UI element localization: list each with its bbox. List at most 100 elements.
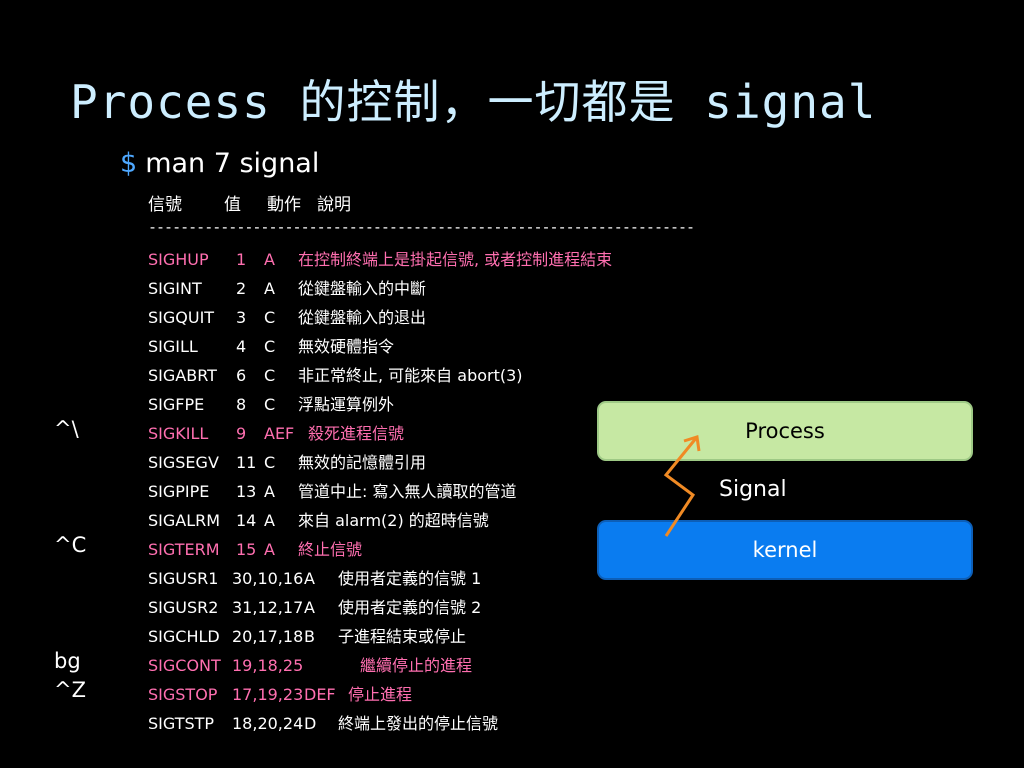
signal-value: 31,12,17 <box>232 598 304 617</box>
signal-value: 17,19,23 <box>232 685 304 704</box>
signal-value: 9 <box>236 424 247 443</box>
command-prompt: $ <box>120 148 138 179</box>
signal-row: SIGUSR1 30,10,16A 使用者定義的信號 1 <box>148 564 481 593</box>
signal-action: C <box>264 308 276 327</box>
signal-name: SIGTERM <box>148 540 220 559</box>
signal-description: 終端上發出的停止信號 <box>338 714 499 733</box>
signal-value: 8 <box>236 395 247 414</box>
signal-description: 管道中止: 寫入無人讀取的管道 <box>298 482 517 501</box>
signal-description: 非正常終止, 可能來自 abort(3) <box>298 366 523 385</box>
signal-name: SIGPIPE <box>148 482 210 501</box>
signal-description: 使用者定義的信號 2 <box>338 598 482 617</box>
signal-description: 來自 alarm(2) 的超時信號 <box>298 511 489 530</box>
signal-value: 15 <box>236 540 257 559</box>
signal-name: SIGALRM <box>148 511 221 530</box>
signal-name: SIGCONT <box>148 656 221 675</box>
signal-action: A <box>304 569 315 588</box>
signal-value: 14 <box>236 511 257 530</box>
header-signal: 信號 <box>148 195 182 215</box>
signal-value: 18,20,24 <box>232 714 304 733</box>
signal-description: 無效的記憶體引用 <box>298 453 427 472</box>
signal-value: 20,17,18 <box>232 627 304 646</box>
signal-action: B <box>304 627 315 646</box>
signal-action: A <box>264 482 275 501</box>
header-action: 動作 <box>267 195 301 215</box>
signal-action: DEF <box>304 685 336 704</box>
signal-value: 4 <box>236 337 247 356</box>
signal-row: SIGALRM 14 A 來自 alarm(2) 的超時信號 <box>148 506 489 535</box>
shortcut-label: ^\ <box>54 417 79 441</box>
signal-description: 繼續停止的進程 <box>360 656 473 675</box>
signal-name: SIGFPE <box>148 395 205 414</box>
signal-value: 19,18,25 <box>232 656 304 675</box>
signal-value: 30,10,16 <box>232 569 304 588</box>
signal-action: D <box>304 714 317 733</box>
kernel-label: kernel <box>752 538 818 562</box>
table-header: 信號值動作說明 <box>148 190 351 215</box>
signal-arrow-line <box>663 436 699 537</box>
signal-value: 6 <box>236 366 247 385</box>
signal-name: SIGUSR1 <box>148 569 219 588</box>
signal-value: 13 <box>236 482 257 501</box>
signal-row: SIGPIPE 13 A 管道中止: 寫入無人讀取的管道 <box>148 477 516 506</box>
slide-title: Process 的控制，一切都是 signal <box>70 75 877 129</box>
signal-action: A <box>264 540 275 559</box>
signal-description: 終止信號 <box>298 540 363 559</box>
signal-label: Signal <box>719 477 787 502</box>
signal-row: SIGCONT 19,18,25 繼續停止的進程 <box>148 651 472 680</box>
signal-description: 浮點運算例外 <box>298 395 395 414</box>
signal-action: A <box>264 279 275 298</box>
shortcut-label: ^C <box>54 533 87 557</box>
command-line: $man 7 signal <box>120 148 319 179</box>
signal-description: 停止進程 <box>348 685 413 704</box>
signal-name: SIGABRT <box>148 366 217 385</box>
signal-row: SIGUSR2 31,12,17A 使用者定義的信號 2 <box>148 593 481 622</box>
signal-name: SIGSTOP <box>148 685 218 704</box>
signal-description: 從鍵盤輸入的退出 <box>298 308 427 327</box>
signal-action: C <box>264 366 276 385</box>
command-text: man 7 signal <box>145 148 320 179</box>
signal-action: A <box>264 511 275 530</box>
signal-name: SIGCHLD <box>148 627 220 646</box>
signal-action: C <box>264 395 276 414</box>
signal-description: 在控制終端上是掛起信號, 或者控制進程結束 <box>298 250 613 269</box>
signal-row: SIGTERM 15 A 終止信號 <box>148 535 362 564</box>
signal-description: 無效硬體指令 <box>298 337 395 356</box>
signal-value: 2 <box>236 279 247 298</box>
signal-description: 殺死進程信號 <box>308 424 405 443</box>
signal-value: 3 <box>236 308 247 327</box>
signal-value: 1 <box>236 250 247 269</box>
signal-name: SIGQUIT <box>148 308 215 327</box>
signal-action: A <box>264 250 275 269</box>
signal-value: 11 <box>236 453 257 472</box>
signal-name: SIGTSTP <box>148 714 215 733</box>
signal-description: 使用者定義的信號 1 <box>338 569 482 588</box>
signal-name: SIGINT <box>148 279 202 298</box>
process-label: Process <box>745 419 825 443</box>
signal-name: SIGHUP <box>148 250 209 269</box>
signal-name: SIGILL <box>148 337 198 356</box>
shortcut-label: ^Z <box>54 678 86 702</box>
signal-description: 子進程結束或停止 <box>338 627 467 646</box>
header-description: 說明 <box>317 195 351 215</box>
shortcut-label: bg <box>54 649 81 673</box>
signal-name: SIGUSR2 <box>148 598 219 617</box>
signal-row: SIGTSTP 18,20,24D 終端上發出的停止信號 <box>148 709 498 738</box>
signal-action: A <box>304 598 315 617</box>
process-box: Process <box>597 401 973 461</box>
signal-name: SIGSEGV <box>148 453 219 472</box>
signal-arrow-head <box>683 435 701 452</box>
signal-action: C <box>264 337 276 356</box>
table-divider: ----------------------------------------… <box>148 218 695 236</box>
signal-description: 從鍵盤輸入的中斷 <box>298 279 427 298</box>
kernel-box: kernel <box>597 520 973 580</box>
